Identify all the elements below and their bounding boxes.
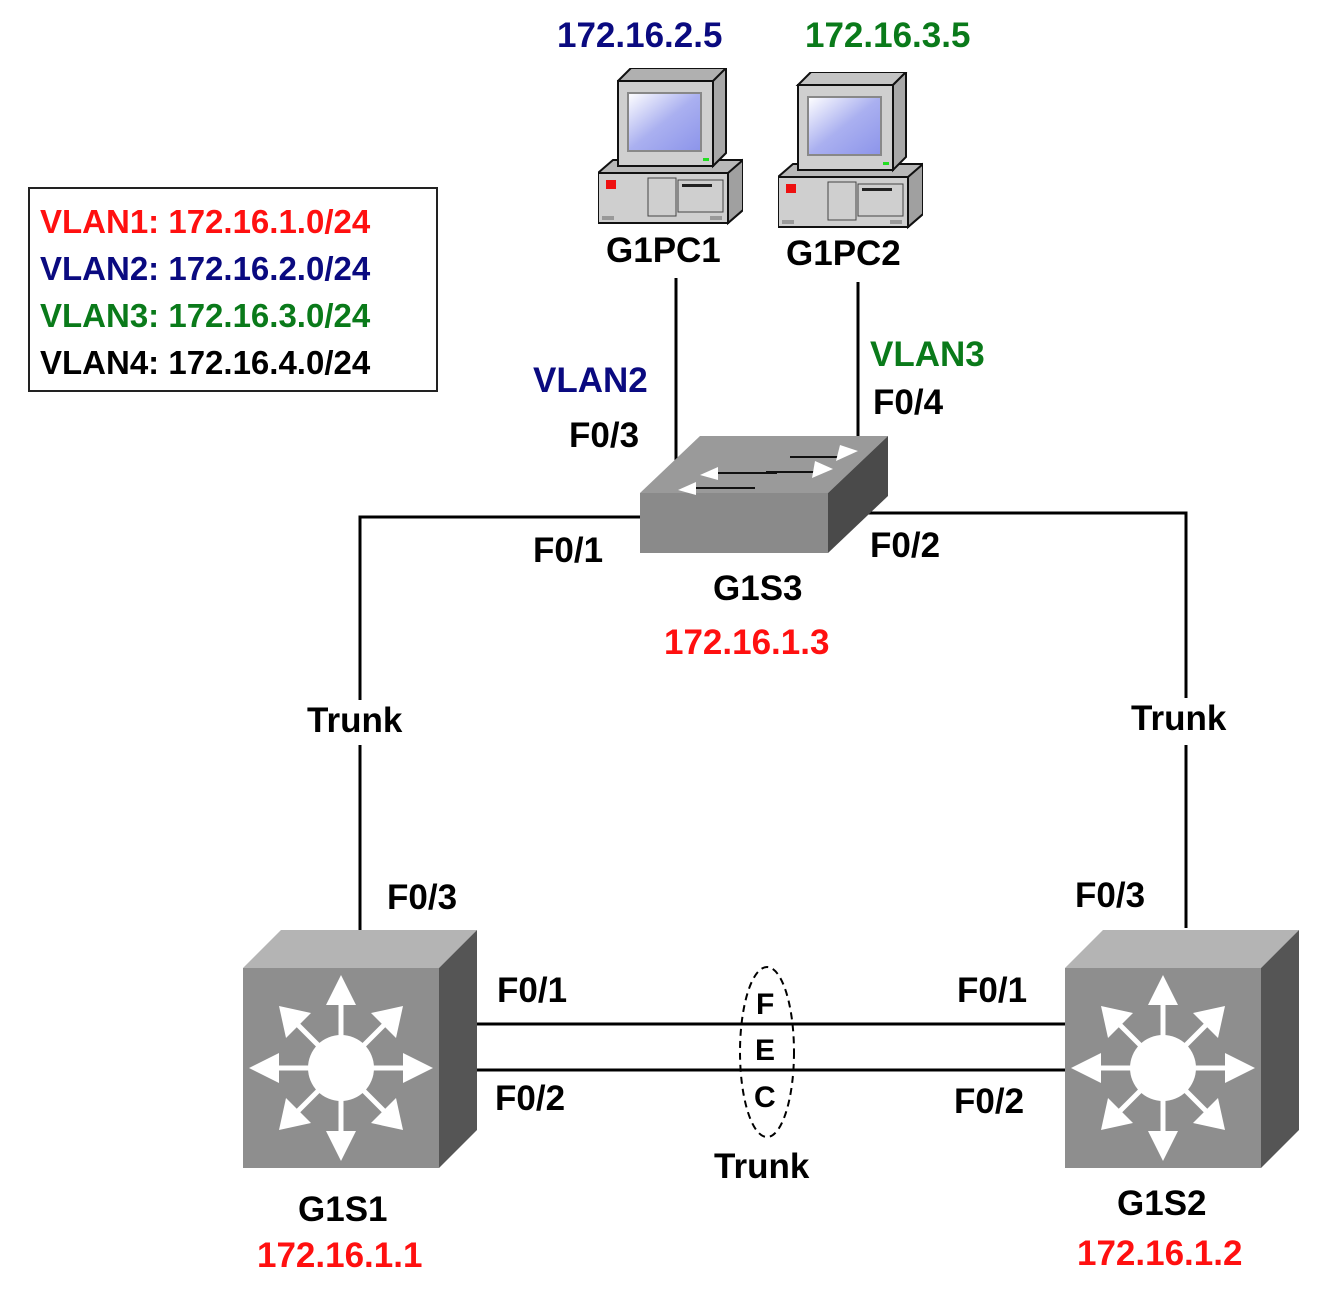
s1-ip: 172.16.1.1 — [257, 1236, 423, 1275]
link-s3-s2-trunk — [860, 511, 1188, 698]
pc1-computer-icon[interactable] — [598, 68, 743, 228]
fec-letter-e: E — [755, 1034, 776, 1067]
s3-switch-icon[interactable] — [640, 433, 890, 555]
s1-port-f03: F0/3 — [387, 878, 458, 917]
s1-multilayer-switch-icon[interactable] — [243, 930, 478, 1168]
s2-port-f02: F0/2 — [954, 1082, 1025, 1121]
fec-bundle-ellipse — [739, 966, 795, 1138]
s3-ip: 172.16.1.3 — [664, 623, 830, 662]
pc2-ip: 172.16.3.5 — [805, 16, 971, 55]
s1-name: G1S1 — [298, 1190, 388, 1229]
s1-port-f02: F0/2 — [495, 1079, 566, 1118]
s2-port-f03: F0/3 — [1075, 876, 1146, 915]
legend-vlan3: VLAN3: 172.16.3.0/24 — [40, 297, 371, 334]
legend-vlan1: VLAN1: 172.16.1.0/24 — [40, 203, 371, 240]
pc1-name: G1PC1 — [606, 231, 721, 270]
pc1-link-vlan: VLAN2 — [533, 361, 648, 400]
s1-port-f01: F0/1 — [497, 971, 568, 1010]
vlan-legend: VLAN1: 172.16.1.0/24 VLAN2: 172.16.2.0/2… — [28, 187, 438, 392]
s3-port-f01: F0/1 — [533, 531, 604, 570]
s3-name: G1S3 — [713, 569, 803, 608]
s3-s1-trunk-label: Trunk — [307, 701, 403, 740]
s3-s2-trunk-label: Trunk — [1131, 699, 1227, 738]
s2-ip: 172.16.1.2 — [1077, 1234, 1243, 1273]
legend-vlan4: VLAN4: 172.16.4.0/24 — [40, 344, 371, 381]
s2-name: G1S2 — [1117, 1184, 1207, 1223]
etherchannel-trunk-label: Trunk — [714, 1147, 810, 1186]
s3-port-f02: F0/2 — [870, 526, 941, 565]
link-s3-s1-trunk — [358, 515, 645, 700]
legend-vlan2: VLAN2: 172.16.2.0/24 — [40, 250, 371, 287]
pc2-link-vlan: VLAN3 — [870, 335, 985, 374]
s2-multilayer-switch-icon[interactable] — [1065, 930, 1300, 1168]
pc2-computer-icon[interactable] — [778, 72, 923, 232]
s3-port-f04: F0/4 — [873, 383, 944, 422]
pc2-name: G1PC2 — [786, 234, 901, 273]
s3-port-f03: F0/3 — [569, 416, 640, 455]
fec-letter-c: C — [754, 1081, 776, 1114]
fec-letter-f: F — [756, 988, 775, 1021]
s2-port-f01: F0/1 — [957, 971, 1028, 1010]
pc1-ip: 172.16.2.5 — [557, 16, 723, 55]
